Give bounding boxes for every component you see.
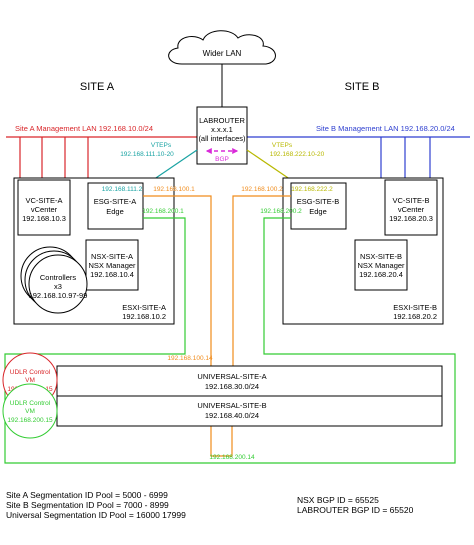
vc-site-a-node — [17, 179, 71, 236]
nsx-b-role: NSX Manager — [357, 261, 405, 270]
nsx-site-b-node — [354, 239, 408, 291]
universal-site-a-segment — [56, 365, 443, 397]
esg-site-a-node — [87, 182, 144, 230]
site-b-title: SITE B — [345, 81, 380, 93]
vc-b-role: vCenter — [398, 205, 425, 214]
esxi-a-name: ESXI-SITE-A — [122, 303, 166, 312]
labrouter-box — [196, 106, 248, 165]
transit-a-ip: 192.168.100.1 — [153, 186, 195, 193]
vc-a-name: VC-SITE-A — [25, 196, 62, 205]
vtep-b-label: VTEPs — [272, 142, 293, 149]
universal-a-net: 192.168.30.0/24 — [205, 382, 259, 391]
bgp-notes: NSX BGP ID = 65525 LABROUTER BGP ID = 65… — [297, 495, 413, 515]
udlr-b-vm: VM — [25, 408, 35, 415]
esg-b-uplink-ip: 192.168.200.2 — [260, 208, 302, 215]
udlr-site-b-ip-label: 192.168.200.14 — [209, 454, 255, 461]
pool-site-a: Site A Segmentation ID Pool = 5000 - 699… — [6, 490, 168, 500]
udlr-b-title: UDLR Control — [10, 400, 51, 407]
universal-b-name: UNIVERSAL-SITE-B — [197, 401, 266, 410]
site-a-title: SITE A — [80, 81, 115, 93]
udlr-control-vm-b: UDLR Control VM 192.168.200.15 — [2, 383, 58, 439]
nsx-bgp-id: NSX BGP ID = 65525 — [297, 495, 379, 505]
cloud-label: Wider LAN — [203, 49, 242, 58]
controllers-count: x3 — [54, 282, 62, 291]
labrouter-bgp-id: LABROUTER BGP ID = 65520 — [297, 505, 414, 515]
nsx-a-ip: 192.168.10.4 — [90, 270, 134, 279]
esxi-a-ip: 192.168.10.2 — [122, 312, 166, 321]
esg-b-role: Edge — [309, 207, 327, 216]
udlr-site-a-ip-label: 192.168.100.14 — [167, 355, 213, 362]
universal-site-b-segment — [56, 395, 443, 427]
bgp-label: BGP — [215, 156, 229, 163]
nsx-site-a-node — [85, 239, 139, 291]
labrouter-ip: x.x.x.1 — [211, 125, 233, 134]
universal-b-net: 192.168.40.0/24 — [205, 411, 259, 420]
pool-universal: Universal Segmentation ID Pool = 16000 1… — [6, 510, 186, 520]
wider-lan-cloud: Wider LAN — [168, 30, 276, 65]
segmentation-pool-notes: Site A Segmentation ID Pool = 5000 - 699… — [6, 490, 186, 520]
udlr-a-vm: VM — [25, 377, 35, 384]
nsx-a-name: NSX-SITE-A — [91, 252, 133, 261]
vtep-a-label: VTEPs — [151, 142, 172, 149]
nsx-b-name: NSX-SITE-B — [360, 252, 402, 261]
vc-a-ip: 192.168.10.3 — [22, 214, 66, 223]
udlr-b-ip: 192.168.200.15 — [7, 417, 53, 424]
vc-site-b-node — [384, 179, 438, 236]
esg-b-vtep-ip: 192.168.222.2 — [291, 186, 333, 193]
transit-b-ip: 192.168.100.2 — [241, 186, 283, 193]
esg-a-uplink-ip: 192.168.200.1 — [142, 208, 184, 215]
nsx-a-role: NSX Manager — [88, 261, 136, 270]
udlr-a-title: UDLR Control — [10, 369, 51, 376]
esg-a-name: ESG-SITE-A — [94, 197, 137, 206]
esg-a-role: Edge — [106, 207, 124, 216]
esxi-b-ip: 192.168.20.2 — [393, 312, 437, 321]
esxi-b-name: ESXI-SITE-B — [393, 303, 437, 312]
labrouter-note: (all interfaces) — [198, 134, 246, 143]
vc-b-name: VC-SITE-B — [392, 196, 429, 205]
site-a-mgmt-lan-label: Site A Management LAN 192.168.10.0/24 — [15, 124, 153, 133]
esg-a-vtep-ip: 192.168.111.2 — [102, 186, 143, 193]
pool-site-b: Site B Segmentation ID Pool = 7000 - 899… — [6, 500, 169, 510]
controllers-name: Controllers — [40, 273, 77, 282]
vtep-a-range: 192.168.111.10-20 — [120, 151, 174, 158]
esg-b-name: ESG-SITE-B — [297, 197, 340, 206]
universal-a-name: UNIVERSAL-SITE-A — [197, 372, 266, 381]
transit-link-b — [232, 195, 291, 366]
site-b-mgmt-lan-label: Site B Management LAN 192.168.20.0/24 — [316, 124, 455, 133]
nsx-b-ip: 192.168.20.4 — [359, 270, 403, 279]
esg-site-b-node — [290, 182, 347, 230]
vtep-b-range: 192.168.222.10-20 — [270, 151, 325, 158]
vc-a-role: vCenter — [31, 205, 58, 214]
controllers-ip: 192.168.10.97-99 — [29, 291, 88, 300]
labrouter-name: LABROUTER — [199, 116, 245, 125]
vc-b-ip: 192.168.20.3 — [389, 214, 433, 223]
controllers-node: Controllers x3 192.168.10.97-99 — [20, 246, 88, 314]
uplink-loop — [4, 217, 456, 464]
